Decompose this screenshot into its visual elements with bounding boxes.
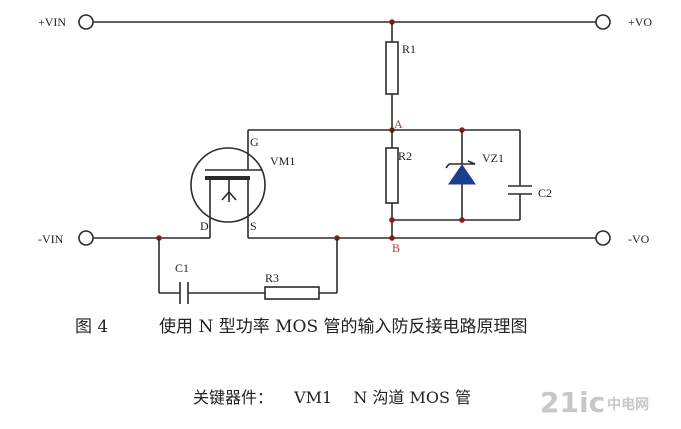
r3-label: R3 [265,271,279,285]
junction-r2-bottom [389,217,395,223]
vin-neg-label: -VIN [38,232,64,246]
vin-neg-terminal [78,230,94,246]
vo-neg-label: -VO [628,232,650,246]
mosfet-body [190,147,266,223]
zener-diode-icon [448,164,476,185]
key-devices-label: 关键器件： [193,388,274,407]
vo-pos-label: +VO [628,15,652,29]
c2-label: C2 [538,186,552,200]
vm1-label: VM1 [270,154,295,168]
key-device-desc: N 沟道 MOS 管 [353,388,472,407]
figure-title: 使用 N 型功率 MOS 管的输入防反接电路原理图 [159,317,528,337]
watermark-sub: 中电网 [607,397,650,413]
node-b-dot [389,235,395,241]
figure-number: 图 4 [75,317,109,337]
vin-pos-terminal [78,14,94,30]
c1-label: C1 [175,261,189,275]
r1-resistor [385,41,399,95]
watermark-main: 21ic [540,386,606,419]
zener-cathode-bar [445,160,476,169]
figure-caption: 图 4 使用 N 型功率 MOS 管的输入防反接电路原理图 [75,312,528,337]
key-devices-line: 关键器件： VM1 N 沟道 MOS 管 [193,384,487,408]
vo-neg-terminal [595,230,611,246]
key-device-id: VM1 [294,388,333,407]
drain-pin-label: D [200,219,209,233]
junction-zener-bottom [459,217,465,223]
vo-pos-terminal [595,14,611,30]
gate-pin-label: G [250,135,259,149]
vin-pos-label: +VIN [38,15,66,29]
circuit-diagram: +VIN +VO -VIN -VO R1 R2 R3 C1 C2 VZ1 VM1… [38,14,652,304]
node-b-label: B [392,241,400,255]
r3-resistor [264,286,320,300]
vz1-label: VZ1 [482,151,504,165]
r2-label: R2 [398,149,412,163]
mosfet-body-arrow-icon [221,190,237,201]
node-a-label: A [394,117,403,131]
source-pin-label: S [250,219,257,233]
r1-label: R1 [402,42,416,56]
r2-resistor [385,147,399,204]
